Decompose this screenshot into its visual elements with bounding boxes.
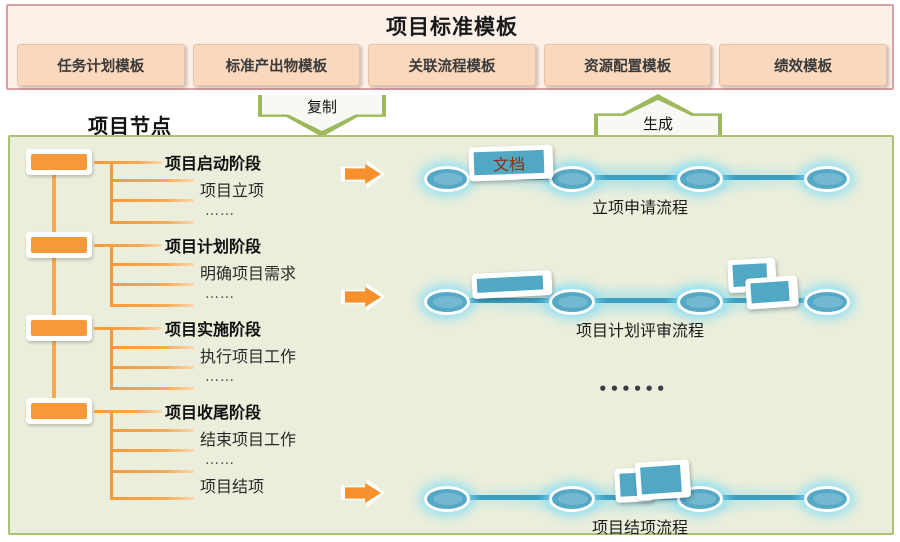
tree-branch-2-2	[110, 283, 194, 286]
flow-node-2-4[interactable]	[804, 289, 850, 315]
template-box-standard-output[interactable]: 标准产出物模板	[192, 44, 361, 86]
flow-node-2-1[interactable]	[424, 289, 470, 315]
arrow-fill	[345, 483, 381, 503]
flow-card-document-1[interactable]: 文档	[468, 144, 554, 182]
copy-arrow-label: 复制	[262, 95, 382, 131]
generate-arrow-label: 生成	[598, 100, 718, 136]
flow-node-3-2[interactable]	[549, 486, 595, 512]
phase-label-3: 项目实施阶段	[165, 320, 262, 339]
flow-node-3-4[interactable]	[804, 486, 850, 512]
arrow-fill	[345, 164, 381, 184]
phase-1-to-flow-arrow-icon	[341, 159, 385, 189]
flow-process-2: 项目计划评审流程	[410, 257, 870, 340]
phase-4-to-flow-arrow-icon	[341, 478, 385, 508]
flow-node-1-1[interactable]	[424, 166, 470, 192]
template-box-resource-allocation[interactable]: 资源配置模板	[543, 44, 712, 86]
project-node-title: 项目节点	[88, 114, 172, 138]
tree-main-spine	[52, 161, 56, 421]
tree-branch-3-2	[110, 366, 194, 369]
flow-card-2-3-label	[750, 280, 790, 304]
task-ellipsis-1: ……	[205, 203, 235, 219]
tree-sub-spine-4	[110, 410, 113, 500]
tree-branch-2-0	[94, 244, 162, 247]
template-box-task-plan[interactable]: 任务计划模板	[17, 44, 185, 86]
task-label-1-0: 项目立项	[200, 181, 265, 200]
flow-node-2-3[interactable]	[677, 289, 723, 315]
flow-card-3-2-label	[640, 464, 682, 495]
tree-node-box-phase-3[interactable]	[26, 315, 92, 341]
task-label-4-0: 结束项目工作	[200, 430, 297, 449]
tree-branch-3-3	[110, 387, 194, 390]
tree-branch-4-0	[94, 410, 162, 413]
tree-sub-spine-3	[110, 327, 113, 389]
flow-process-3: 项目结项流程	[410, 459, 870, 537]
template-box-related-process[interactable]: 关联流程模板	[368, 44, 536, 86]
task-ellipsis-2: ……	[205, 286, 235, 302]
tree-branch-4-4	[110, 497, 194, 500]
flow-node-1-4[interactable]	[804, 166, 850, 192]
tree-branch-4-2	[110, 449, 194, 452]
phase-2-to-flow-arrow-icon	[341, 282, 385, 312]
tree-branch-1-0	[94, 161, 162, 164]
tree-node-box-phase-4[interactable]	[26, 398, 92, 424]
more-flows-indicator: ••••••	[598, 380, 668, 398]
flow-caption-2: 项目计划评审流程	[575, 321, 704, 340]
flow-node-1-3[interactable]	[677, 166, 723, 192]
flow-card-document-1-label: 文档	[473, 149, 545, 176]
flow-caption-3: 项目结项流程	[591, 518, 688, 537]
flow-card-2-3[interactable]	[744, 275, 800, 310]
phase-label-4: 项目收尾阶段	[165, 403, 262, 422]
flow-node-1-2[interactable]	[549, 166, 595, 192]
task-label-2-0: 明确项目需求	[200, 264, 297, 283]
task-ellipsis-3: ……	[205, 369, 235, 385]
flow-caption-1: 立项申请流程	[591, 198, 688, 217]
tree-branch-2-3	[110, 304, 194, 307]
tree-branch-3-0	[94, 327, 162, 330]
task-label-3-0: 执行项目工作	[200, 347, 297, 366]
phase-label-1: 项目启动阶段	[165, 154, 262, 173]
phase-label-2: 项目计划阶段	[165, 237, 262, 256]
flow-line-2	[444, 298, 834, 303]
tree-branch-1-1	[110, 179, 194, 182]
tree-branch-4-1	[110, 429, 194, 432]
standard-template-title: 项目标准模板	[386, 15, 518, 39]
tree-node-box-phase-1[interactable]	[26, 149, 92, 175]
flow-card-2-1-label	[476, 275, 544, 293]
template-box-row: 任务计划模板 标准产出物模板 关联流程模板 资源配置模板 绩效模板	[17, 44, 887, 86]
tree-sub-spine-2	[110, 244, 113, 306]
tree-sub-spine-1	[110, 161, 113, 223]
tree-branch-1-3	[110, 221, 194, 224]
flow-process-1: 文档 立项申请流程	[410, 142, 870, 217]
flow-card-2-1[interactable]	[471, 269, 553, 300]
tree-branch-4-3	[110, 470, 194, 473]
standard-template-panel: 项目标准模板 任务计划模板 标准产出物模板 关联流程模板 资源配置模板 绩效模板	[6, 4, 894, 90]
flow-node-2-2[interactable]	[549, 289, 595, 315]
project-node-panel: 项目启动阶段 项目立项 …… 项目计划阶段 明确项目需求 ……	[8, 135, 894, 537]
tree-branch-1-2	[110, 199, 194, 202]
tree-node-box-phase-2[interactable]	[26, 232, 92, 258]
template-box-performance[interactable]: 绩效模板	[719, 44, 887, 86]
tree-branch-3-1	[110, 346, 194, 349]
tree-branch-2-1	[110, 263, 194, 266]
task-ellipsis-4: ……	[205, 452, 235, 468]
arrow-fill	[345, 287, 381, 307]
project-phase-tree: 项目启动阶段 项目立项 …… 项目计划阶段 明确项目需求 ……	[10, 137, 430, 537]
flow-card-3-2[interactable]	[634, 459, 692, 501]
task-label-4-1: 项目结项	[200, 477, 265, 496]
flow-line-1	[444, 175, 834, 180]
flow-node-3-1[interactable]	[424, 486, 470, 512]
